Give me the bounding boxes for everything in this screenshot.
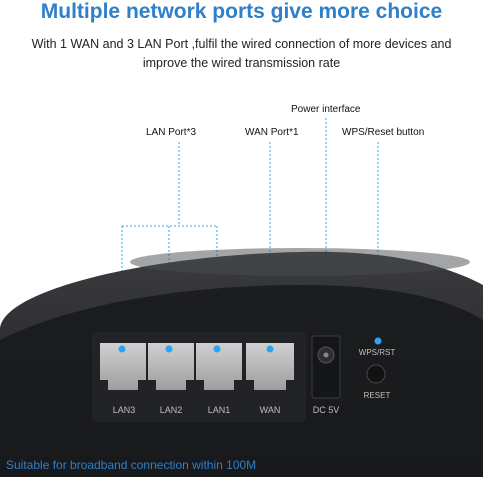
lan3-label: LAN3: [113, 405, 136, 415]
callout-wps-reset: WPS/Reset button: [342, 127, 425, 138]
lan2-label: LAN2: [160, 405, 183, 415]
wan-port[interactable]: [246, 343, 294, 390]
broadband-note: Suitable for broadband connection within…: [6, 458, 257, 472]
dc-label: DC 5V: [313, 405, 340, 415]
wps-reset-button[interactable]: [366, 364, 386, 384]
dc-jack-housing: [311, 335, 341, 399]
lan1-port[interactable]: [196, 343, 242, 390]
callout-power-interface: Power interface: [291, 104, 361, 115]
callout-lan-ports: LAN Port*3: [146, 127, 197, 138]
reset-label: RESET: [364, 391, 391, 400]
subtitle-line-1: With 1 WAN and 3 LAN Port ,fulfil the wi…: [31, 37, 452, 51]
lan3-port[interactable]: [100, 343, 146, 390]
lan1-label: LAN1: [208, 405, 231, 415]
wps-label: WPS/RST: [359, 348, 396, 357]
port-markers: [118, 337, 382, 353]
callout-wan-port: WAN Port*1: [245, 127, 299, 138]
subtitle-line-2: improve the wired transmission rate: [142, 56, 341, 70]
subtitle: With 1 WAN and 3 LAN Port ,fulfil the wi…: [20, 35, 463, 73]
wan-label: WAN: [260, 405, 281, 415]
page-title: Multiple network ports give more choice: [40, 0, 443, 23]
lan2-port[interactable]: [148, 343, 194, 390]
